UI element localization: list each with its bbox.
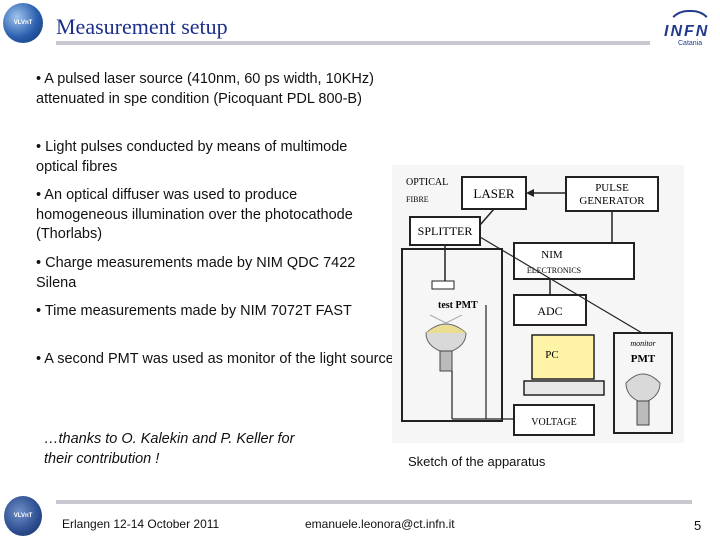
monitor-label-2: PMT	[631, 353, 656, 365]
dark-box	[401, 248, 503, 422]
laser-box	[461, 176, 527, 210]
footer-divider	[56, 500, 692, 504]
infn-logo-arc	[666, 10, 714, 34]
monitor-label-1: monitor	[630, 339, 656, 348]
fibre-splitter-monitor	[479, 236, 643, 334]
bullet-charge-measurements: • Charge measurements made by NIM QDC 74…	[36, 255, 356, 291]
voltage-box	[513, 404, 595, 436]
pc-monitor	[531, 334, 595, 380]
nim-label-2: ELECTRONICS	[527, 266, 581, 275]
bullet-time-measurements: • Time measurements made by NIM 7072T FA…	[36, 303, 352, 319]
pulse-generator-label-2: GENERATOR	[579, 195, 645, 207]
optical-fibre-label-1: OPTICAL	[406, 177, 448, 188]
fibre-laser-splitter	[479, 208, 495, 226]
footer-logo-text: VLVnT	[13, 513, 33, 519]
vlvnt-logo-text: VLVnT	[13, 20, 33, 26]
light-ray-2	[445, 314, 463, 324]
bullet-monitor-pmt: • A second PMT was used as monitor of th…	[36, 351, 394, 367]
monitor-pmt-base	[636, 400, 650, 426]
footer-vlvnt-logo: VLVnT	[4, 496, 42, 536]
bullet-laser-source: • A pulsed laser source (410nm, 60 ps wi…	[36, 71, 374, 107]
apparatus-sketch: LASER PULSE GENERATOR OPTICAL FIBRE SPLI…	[392, 165, 684, 443]
nim-label-1: NIM	[541, 249, 563, 261]
infn-logo-text: INFN	[664, 23, 710, 40]
vlvnt-logo: VLVnT	[3, 3, 43, 43]
footer-email: emanuele.leonora@ct.infn.it	[305, 517, 455, 531]
infn-logo: INFN Catania	[660, 10, 716, 50]
bullet-optical-diffuser: • An optical diffuser was used to produc…	[36, 187, 353, 242]
test-pmt-base	[439, 350, 453, 372]
monitor-pmt-box	[613, 332, 673, 434]
adc-label: ADC	[537, 304, 562, 318]
monitor-pmt-bulb	[625, 373, 661, 402]
splitter-label: SPLITTER	[418, 224, 473, 238]
splitter-box	[409, 216, 481, 246]
pc-base	[523, 380, 605, 396]
trigger-arrow	[526, 189, 534, 197]
laser-label: LASER	[473, 186, 515, 201]
slide-title: Measurement setup	[56, 14, 228, 39]
test-pmt-photocathode	[426, 325, 466, 333]
diffuser	[431, 280, 455, 290]
sketch-caption: Sketch of the apparatus	[408, 454, 546, 469]
optical-fibre-label-2: FIBRE	[406, 195, 429, 204]
bullet-optical-fibres: • Light pulses conducted by means of mul…	[36, 139, 348, 175]
voltage-label: VOLTAGE	[531, 417, 577, 428]
title-divider	[56, 41, 650, 45]
light-ray-1	[429, 314, 447, 324]
pc-label: PC	[545, 349, 558, 361]
infn-logo-subtext: Catania	[678, 40, 703, 47]
test-pmt-label: test PMT	[438, 300, 478, 311]
pulse-generator-box	[565, 176, 659, 212]
page-number: 5	[694, 518, 702, 533]
nim-box	[513, 242, 635, 280]
pulse-generator-label-1: PULSE	[595, 182, 629, 194]
footer-event: Erlangen 12-14 October 2011	[62, 517, 220, 531]
acknowledgement: …thanks to O. Kalekin and P. Keller for …	[44, 431, 295, 467]
